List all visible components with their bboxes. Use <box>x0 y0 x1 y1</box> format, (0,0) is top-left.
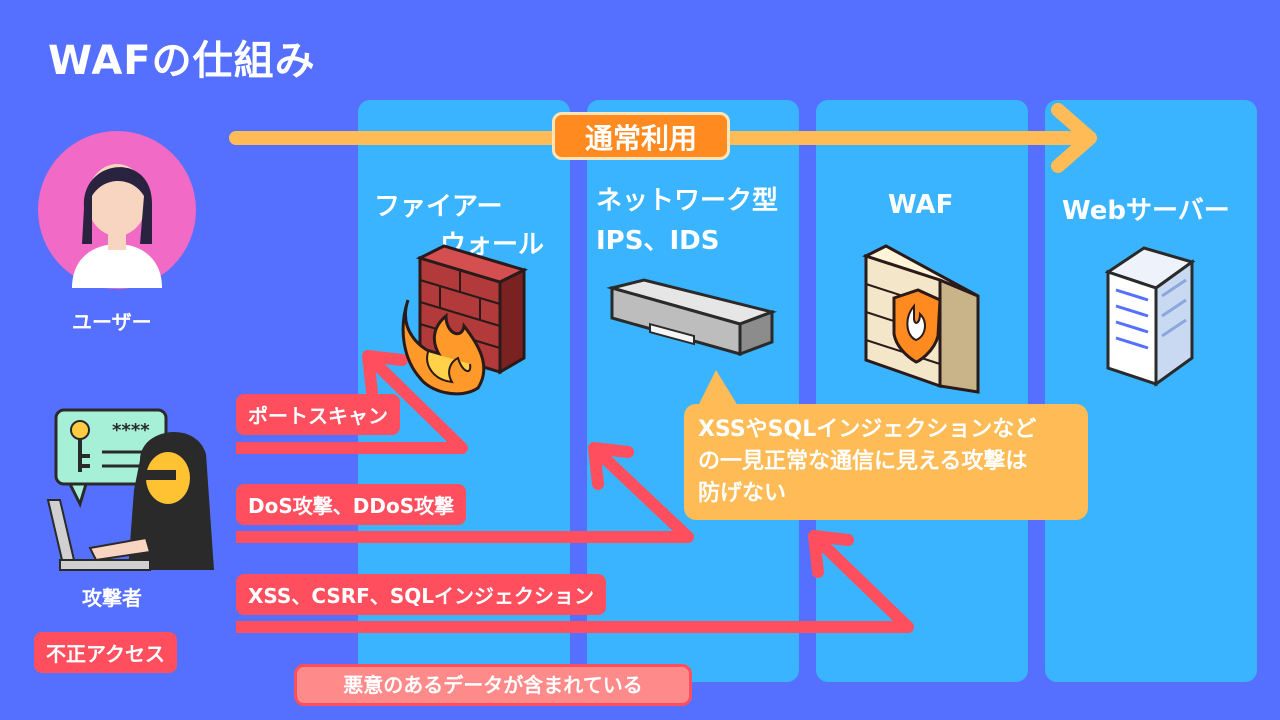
xss-tag: XSS、CSRF、SQLインジェクション <box>236 574 606 615</box>
unauthorized-access-tag: 不正アクセス <box>34 632 177 673</box>
waf-column <box>816 100 1028 682</box>
dos-arrow <box>236 442 694 543</box>
port-scan-arrow <box>236 350 468 454</box>
malicious-data-tag: 悪意のあるデータが含まれている <box>294 664 692 706</box>
callout-pointer <box>698 370 738 406</box>
ips-column <box>587 100 799 682</box>
firewall-label-line1: ファイアー <box>374 192 503 222</box>
port-scan-tag: ポートスキャン <box>236 394 400 435</box>
server-column <box>1045 100 1257 682</box>
page-title: WAFの仕組み <box>48 38 316 84</box>
callout-line3: 防げない <box>698 481 787 506</box>
user-avatar-icon <box>38 131 196 289</box>
ips-label-line2: IPS、IDS <box>596 226 720 256</box>
ips-appliance-icon <box>606 278 778 357</box>
callout-line2: の一見正常な通信に見える攻撃は <box>698 449 1028 474</box>
waf-shield-icon <box>862 244 980 394</box>
xss-arrow <box>236 530 914 633</box>
web-server-icon <box>1104 246 1196 387</box>
normal-use-tag: 通常利用 <box>552 112 730 160</box>
svg-text:****: **** <box>112 420 150 441</box>
callout-note: XSSやSQLインジェクションなど の一見正常な通信に見える攻撃は 防げない <box>684 404 1088 520</box>
callout-line1: XSSやSQLインジェクションなど <box>698 417 1037 442</box>
waf-label: WAF <box>888 190 954 220</box>
server-label: Webサーバー <box>1062 196 1230 226</box>
dos-tag: DoS攻撃、DDoS攻撃 <box>236 484 467 525</box>
attacker-label: 攻撃者 <box>82 586 142 610</box>
user-label: ユーザー <box>72 310 152 334</box>
hacker-icon: **** <box>46 408 214 571</box>
ips-label-line1: ネットワーク型 <box>596 186 779 216</box>
firewall-icon <box>401 244 529 396</box>
